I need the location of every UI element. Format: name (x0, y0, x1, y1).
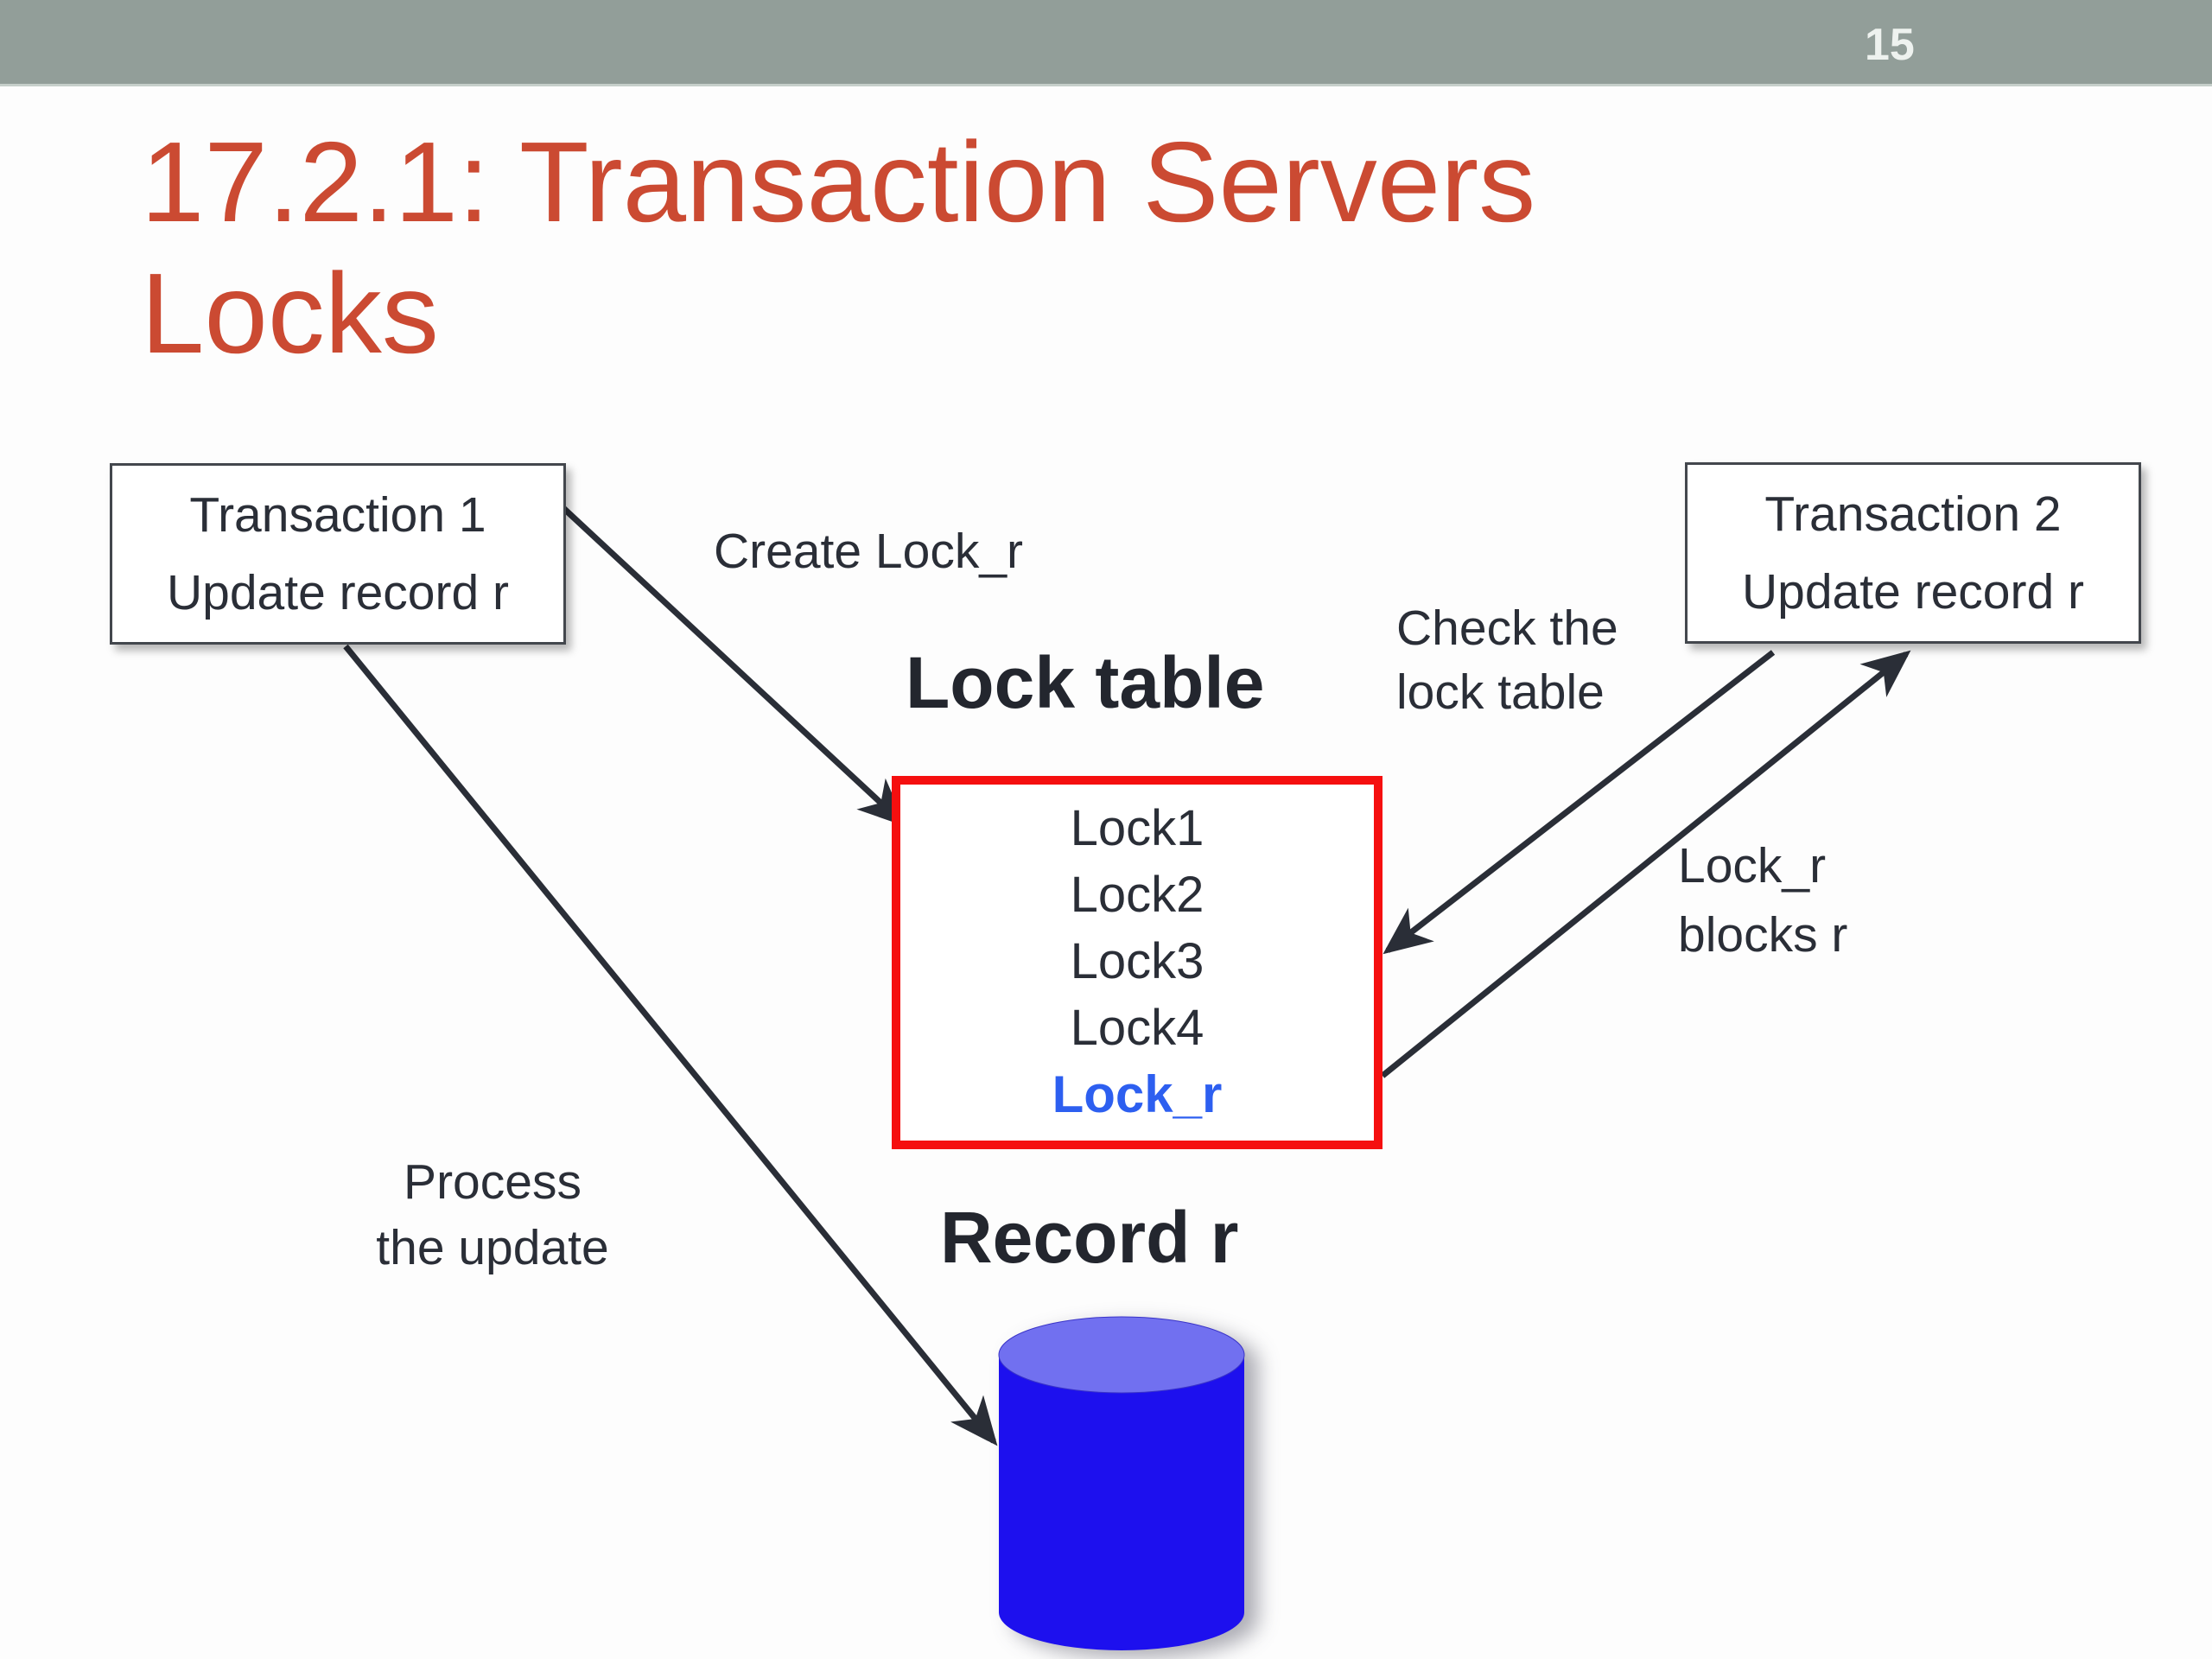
slide-title: 17.2.1: Transaction Servers Locks (141, 117, 1535, 379)
transaction-2-line-2: Update record r (1741, 564, 2085, 620)
lock-table-item-highlight: Lock_r (1052, 1065, 1223, 1123)
lock-table-item: Lock2 (1070, 867, 1205, 923)
lock-table-item: Lock3 (1070, 933, 1205, 989)
label-blocks-line-2: blocks r (1678, 907, 1848, 963)
lock-table-box: Lock1 Lock2 Lock3 Lock4 Lock_r (892, 776, 1382, 1149)
transaction-2-line-1: Transaction 2 (1764, 486, 2062, 542)
transaction-1-line-1: Transaction 1 (189, 487, 486, 543)
record-heading: Record r (940, 1197, 1239, 1278)
label-create-lock: Create Lock_r (714, 524, 1024, 579)
label-process-line-2: the update (376, 1220, 609, 1275)
lock-table-item: Lock1 (1070, 800, 1205, 856)
label-check-line-2: lock table (1396, 664, 1605, 720)
label-check-lock-table: Check the lock table (1396, 596, 1618, 724)
title-line-2: Locks (141, 250, 439, 377)
label-check-line-1: Check the (1396, 601, 1618, 656)
label-lock-blocks: Lock_r blocks r (1678, 831, 1847, 969)
title-line-1: 17.2.1: Transaction Servers (141, 118, 1536, 245)
label-process-update: Process the update (350, 1149, 635, 1281)
slide-header-bar: 15 (0, 0, 2212, 86)
record-database-cylinder (998, 1316, 1245, 1650)
page-number: 15 (1865, 20, 1915, 70)
label-blocks-line-1: Lock_r (1678, 838, 1827, 893)
lock-table-heading: Lock table (906, 642, 1265, 723)
node-transaction-2: Transaction 2 Update record r (1685, 462, 2141, 644)
cylinder-top (998, 1316, 1245, 1394)
lock-table-item: Lock4 (1070, 1000, 1205, 1056)
transaction-1-line-2: Update record r (166, 565, 510, 620)
node-transaction-1: Transaction 1 Update record r (110, 463, 566, 645)
cylinder-body (999, 1355, 1244, 1650)
label-process-line-1: Process (404, 1154, 582, 1210)
